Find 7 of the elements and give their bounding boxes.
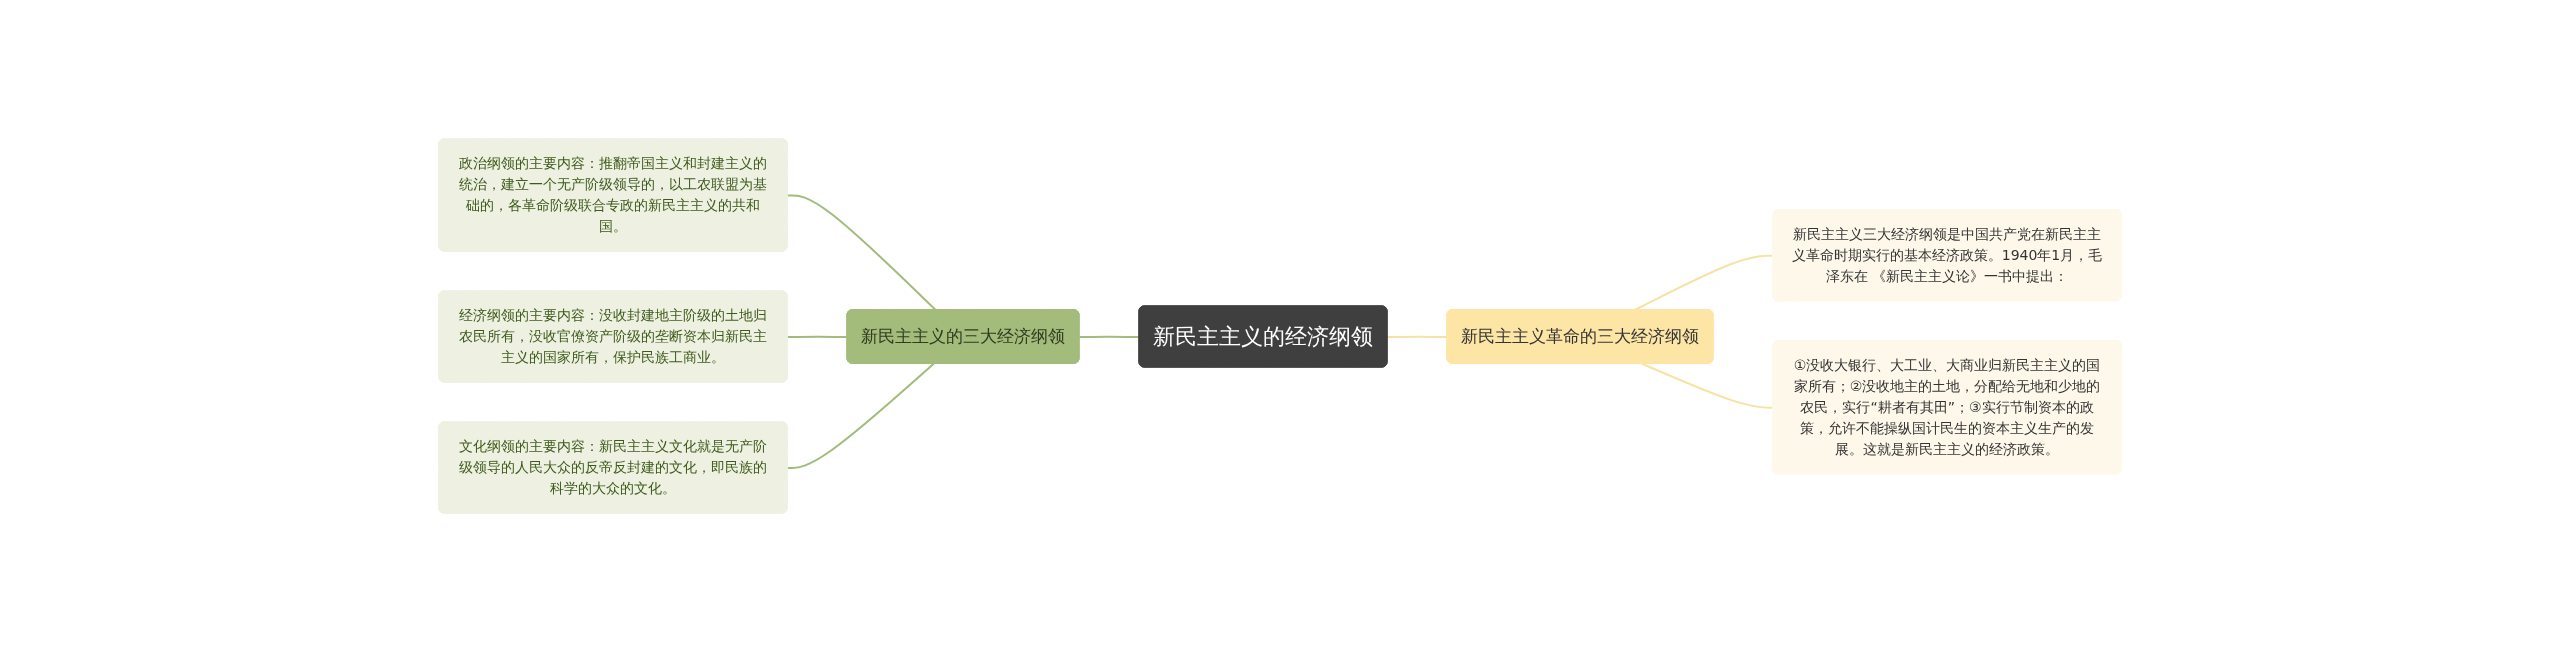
connector bbox=[1386, 335, 1449, 338]
connector bbox=[786, 193, 937, 311]
connector bbox=[1633, 254, 1775, 311]
connector bbox=[1641, 362, 1775, 409]
connector bbox=[786, 335, 849, 338]
connector bbox=[1078, 335, 1141, 338]
connector bbox=[786, 362, 935, 469]
